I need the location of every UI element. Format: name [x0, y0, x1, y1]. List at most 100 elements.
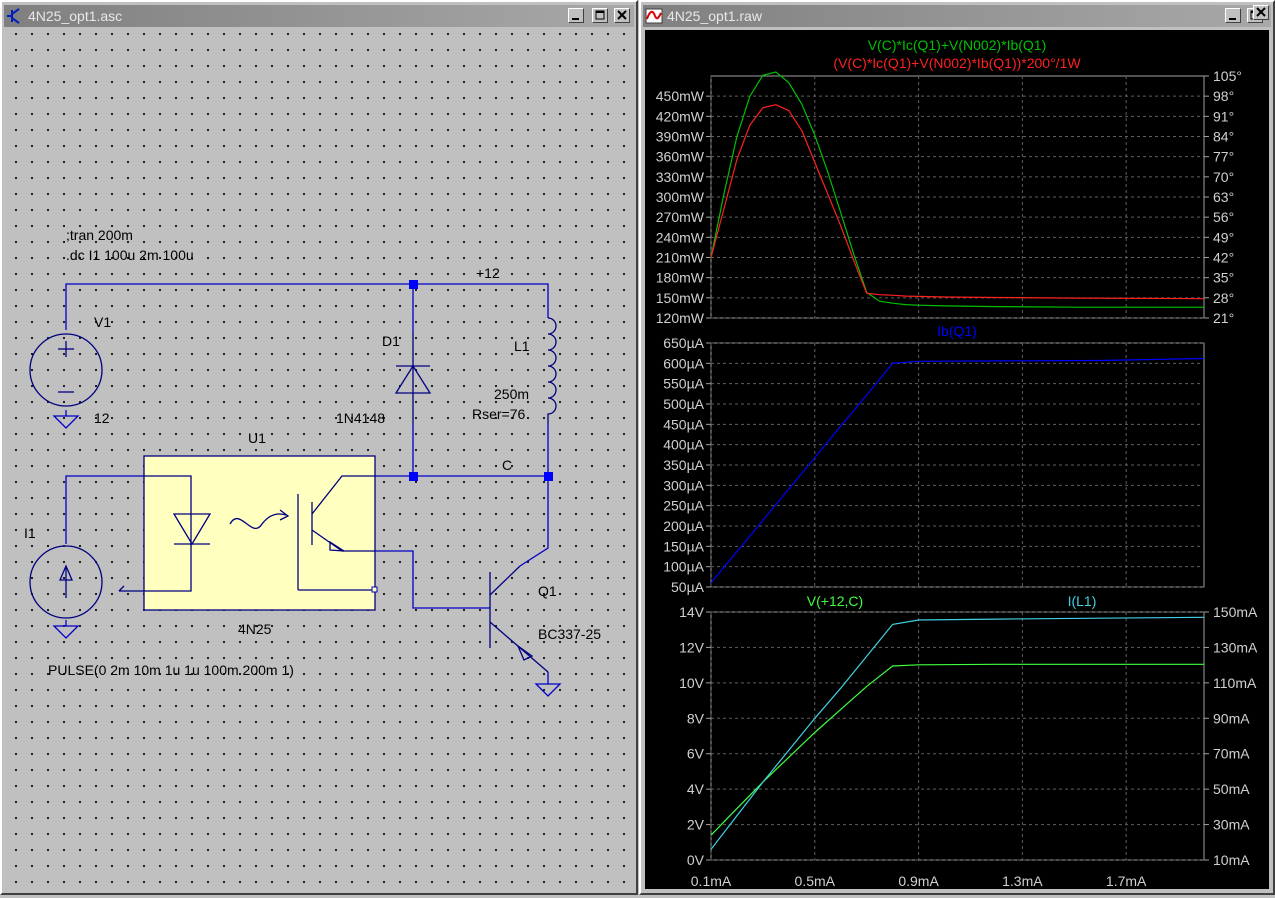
inductor-l1 [547, 317, 557, 424]
maximize-icon [595, 10, 605, 20]
ground-symbols [52, 415, 562, 697]
right-tick-label: 130mA [1213, 639, 1258, 655]
left-tick-label: 330mW [656, 169, 705, 185]
d1-name: D1 [382, 333, 400, 349]
plot-pane-middle: 50µA100µA150µA200µA250µA300µA350µA400µA4… [663, 335, 1205, 595]
schematic-title-bar[interactable]: 4N25_opt1.asc [4, 5, 634, 27]
maximize-button[interactable] [592, 8, 608, 23]
directive-dc: .dc I1 100u 2m 100u [66, 247, 194, 263]
current-source-i1 [29, 545, 103, 619]
directive-tran: ;tran 200m [66, 227, 133, 243]
left-tick-label: 300mW [656, 189, 705, 205]
net-label-c: C [502, 457, 512, 473]
left-tick-label: 50µA [671, 579, 705, 595]
plot-pane-bottom: 0V2V4V6V8V10V12V14V10mA30mA50mA70mA90mA1… [679, 604, 1258, 868]
voltage-source-v1 [29, 333, 103, 407]
left-tick-label: 150µA [663, 538, 704, 554]
trace-label: V(C)*Ic(Q1)+V(N002)*Ib(Q1) [868, 37, 1047, 53]
transistor-icon [7, 8, 20, 24]
right-tick-label: 105° [1213, 68, 1242, 84]
x-tick-label: 1.7mA [1106, 873, 1147, 889]
l1-name: L1 [514, 338, 530, 354]
plot-close-button[interactable] [1253, 5, 1269, 20]
junction-dots [409, 280, 553, 481]
u1-name: U1 [248, 430, 266, 446]
series-line [710, 663, 1204, 836]
left-tick-label: 180mW [656, 270, 705, 286]
series-line [710, 357, 1205, 584]
left-tick-label: 8V [687, 710, 705, 726]
left-tick-label: 12V [679, 639, 705, 655]
left-tick-label: 390mW [656, 129, 705, 145]
left-tick-label: 150mW [656, 290, 705, 306]
plot-minimize-button[interactable] [1225, 8, 1241, 23]
right-tick-label: 70mA [1213, 746, 1250, 762]
q1-name: Q1 [538, 583, 557, 599]
right-tick-label: 30mA [1213, 817, 1250, 833]
i1-name: I1 [24, 525, 36, 541]
trace-label: Ib(Q1) [937, 323, 977, 339]
x-tick-label: 1.3mA [1002, 873, 1043, 889]
diode-d1 [394, 332, 432, 425]
waveform-plot: 120mW150mW180mW210mW240mW270mW300mW330mW… [656, 37, 1258, 889]
schematic-canvas[interactable]: ;tran 200m .dc I1 100u 2m 100u +12 C V1 … [6, 30, 632, 889]
right-tick-label: 56° [1213, 209, 1234, 225]
x-tick-label: 0.9mA [898, 873, 939, 889]
left-tick-label: 4V [687, 781, 705, 797]
right-tick-label: 77° [1213, 149, 1234, 165]
right-tick-label: 21° [1213, 310, 1234, 326]
plot-title-bar[interactable]: 4N25_opt1.raw [643, 5, 1271, 27]
right-tick-label: 50mA [1213, 781, 1250, 797]
right-tick-label: 110mA [1213, 675, 1257, 691]
v1-value: 12 [94, 410, 110, 426]
left-tick-label: 600µA [663, 355, 704, 371]
left-tick-label: 420mW [656, 108, 705, 124]
optocoupler-u1 [118, 455, 378, 611]
right-tick-label: 91° [1213, 108, 1234, 124]
left-tick-label: 120mW [656, 310, 705, 326]
right-tick-label: 70° [1213, 169, 1234, 185]
right-tick-label: 49° [1213, 229, 1234, 245]
right-tick-label: 150mA [1213, 604, 1258, 620]
left-tick-label: 500µA [663, 396, 704, 412]
left-tick-label: 200µA [663, 518, 704, 534]
series-line [710, 104, 1205, 300]
left-tick-label: 400µA [663, 437, 704, 453]
right-tick-label: 42° [1213, 250, 1234, 266]
right-tick-label: 84° [1213, 129, 1234, 145]
minimize-icon [1229, 18, 1236, 20]
left-tick-label: 550µA [663, 376, 704, 392]
left-tick-label: 450µA [663, 416, 704, 432]
right-tick-label: 63° [1213, 189, 1234, 205]
close-icon [1256, 7, 1266, 17]
left-tick-label: 240mW [656, 229, 705, 245]
net-label-12: +12 [476, 265, 500, 281]
series-line [710, 616, 1205, 850]
right-tick-label: 35° [1213, 270, 1234, 286]
u1-value: 4N25 [238, 621, 272, 637]
plot-pane-top: 120mW150mW180mW210mW240mW270mW300mW330mW… [656, 68, 1242, 326]
q1-value: BC337-25 [538, 626, 601, 642]
left-tick-label: 450mW [656, 88, 705, 104]
x-tick-label: 0.5mA [795, 873, 836, 889]
i1-value: PULSE(0 2m 10m 1u 1u 100m 200m 1) [48, 662, 294, 678]
d1-value: 1N4148 [336, 410, 385, 426]
right-tick-label: 28° [1213, 290, 1234, 306]
l1-value: 250m [494, 386, 529, 402]
series-line [710, 71, 1204, 308]
left-tick-label: 270mW [656, 209, 705, 225]
left-tick-label: 360mW [656, 149, 705, 165]
close-button[interactable] [614, 8, 630, 23]
close-icon [617, 10, 627, 20]
schematic-drawing: ;tran 200m .dc I1 100u 2m 100u +12 C V1 … [24, 227, 601, 697]
left-tick-label: 10V [679, 675, 705, 691]
left-tick-label: 300µA [663, 477, 704, 493]
left-tick-label: 0V [687, 852, 705, 868]
right-tick-label: 98° [1213, 88, 1234, 104]
minimize-button[interactable] [568, 8, 584, 23]
pane-frame [710, 611, 1205, 861]
trace-label: I(L1) [1068, 593, 1097, 609]
schematic-window[interactable]: 4N25_opt1.asc [0, 0, 638, 895]
